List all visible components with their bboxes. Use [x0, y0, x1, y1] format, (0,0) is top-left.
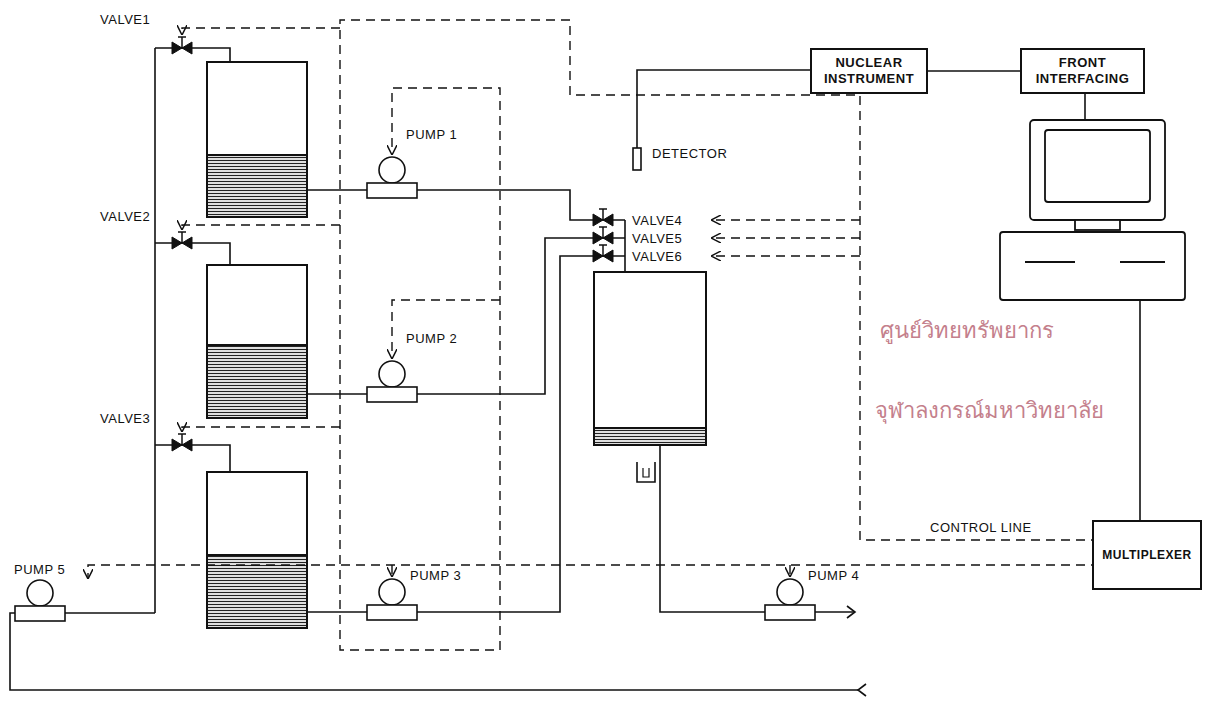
box-text: NUCLEAR INSTRUMENT: [818, 55, 920, 87]
valve-label: VALVE5: [632, 231, 682, 246]
signal-connector: [928, 70, 1020, 72]
control-line: [88, 20, 1100, 650]
valve-label: VALVE1: [100, 12, 150, 27]
tank: [207, 62, 307, 628]
control-line-label: CONTROL LINE: [930, 520, 1032, 535]
valve-label: VALVE2: [100, 209, 150, 224]
valve-label: VALVE3: [100, 411, 150, 426]
pump-label: PUMP 2: [406, 331, 457, 346]
process-box: NUCLEAR INSTRUMENT: [810, 48, 928, 94]
watermark: ศูนย์วิทยทรัพยากร: [880, 318, 1054, 344]
pump-label: PUMP 5: [14, 562, 65, 577]
pump-label: PUMP 1: [406, 127, 457, 142]
box-text: MULTIPLEXER: [1102, 547, 1191, 563]
pipe-lines: [10, 48, 866, 696]
pump-label: PUMP 3: [410, 568, 461, 583]
watermark: จุฬาลงกรณ์มหาวิทยาลัย: [875, 398, 1104, 424]
pump-symbol: [15, 157, 815, 621]
process-box: MULTIPLEXER: [1092, 520, 1202, 590]
mixing-tank: [594, 272, 706, 482]
detector-label: DETECTOR: [652, 146, 727, 161]
valve-label: VALVE4: [632, 213, 682, 228]
box-text: FRONT INTERFACING: [1028, 55, 1137, 87]
computer: [1000, 120, 1185, 300]
valve-label: VALVE6: [632, 249, 682, 264]
process-box: FRONT INTERFACING: [1020, 48, 1145, 94]
pump-label: PUMP 4: [808, 568, 859, 583]
